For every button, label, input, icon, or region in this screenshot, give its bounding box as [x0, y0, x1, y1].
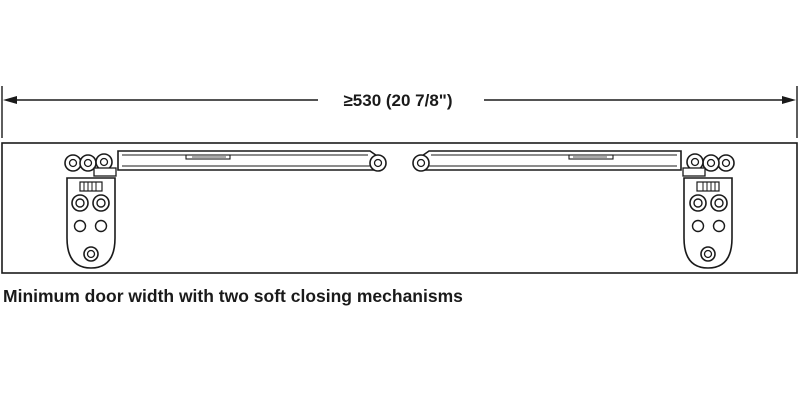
diagram-caption: Minimum door width with two soft closing… [3, 286, 463, 306]
dimension-label: ≥530 (20 7/8") [343, 91, 452, 110]
dimension-line [1, 86, 798, 138]
left-arrowhead-icon [3, 96, 17, 104]
right-arrowhead-icon [782, 96, 796, 104]
